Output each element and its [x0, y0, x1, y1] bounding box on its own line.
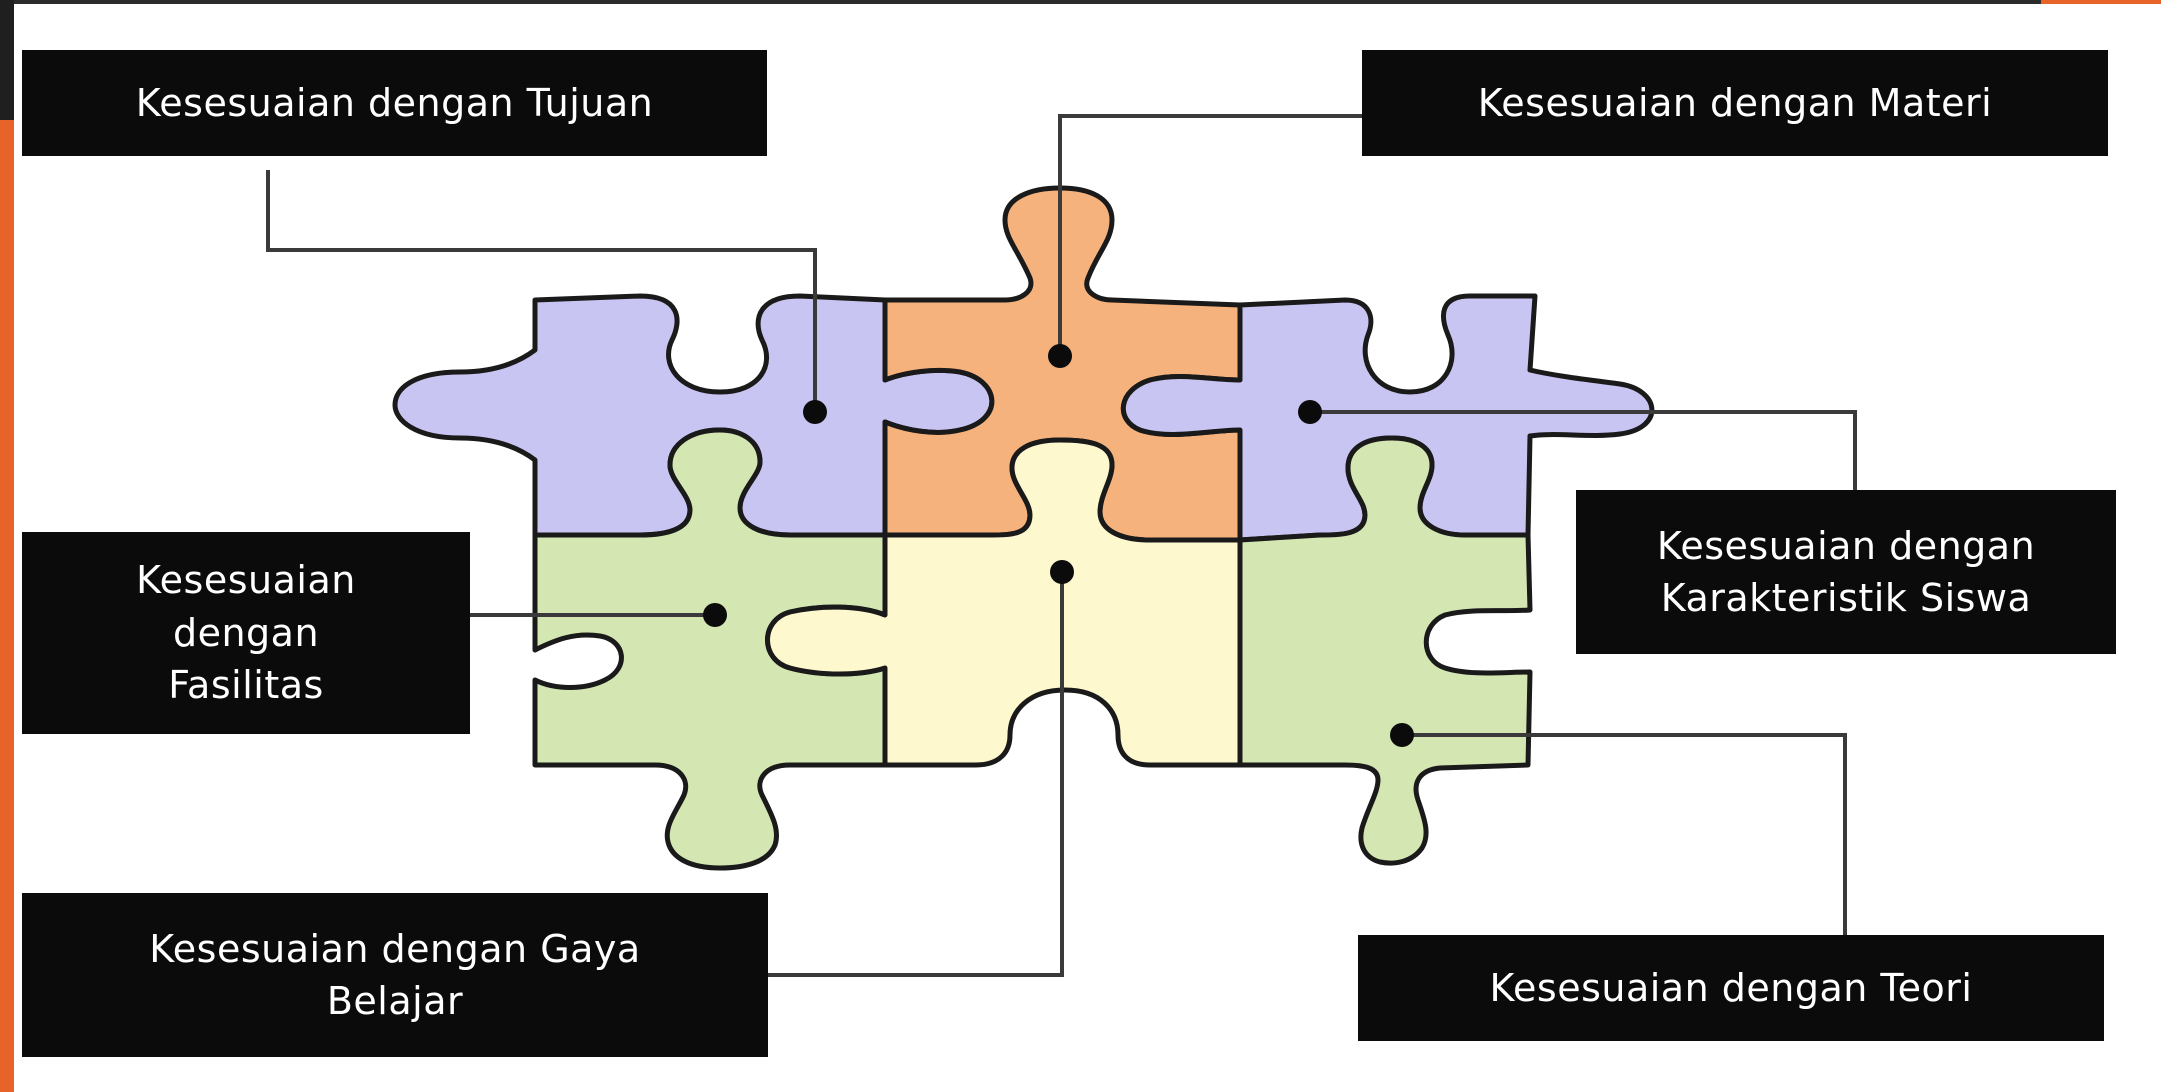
- label-teori: Kesesuaian dengan Teori: [1358, 935, 2104, 1041]
- label-materi: Kesesuaian dengan Materi: [1362, 50, 2108, 156]
- dot-fasilitas: [703, 603, 727, 627]
- dot-karakteristik: [1298, 400, 1322, 424]
- dot-materi: [1048, 344, 1072, 368]
- label-tujuan: Kesesuaian dengan Tujuan: [22, 50, 767, 156]
- dot-tujuan: [803, 400, 827, 424]
- label-karakteristik: Kesesuaian dengan Karakteristik Siswa: [1576, 490, 2116, 654]
- dot-gaya-belajar: [1050, 560, 1074, 584]
- label-gaya-belajar: Kesesuaian dengan Gaya Belajar: [22, 893, 768, 1057]
- dot-teori: [1390, 723, 1414, 747]
- label-fasilitas: Kesesuaian dengan Fasilitas: [22, 532, 470, 734]
